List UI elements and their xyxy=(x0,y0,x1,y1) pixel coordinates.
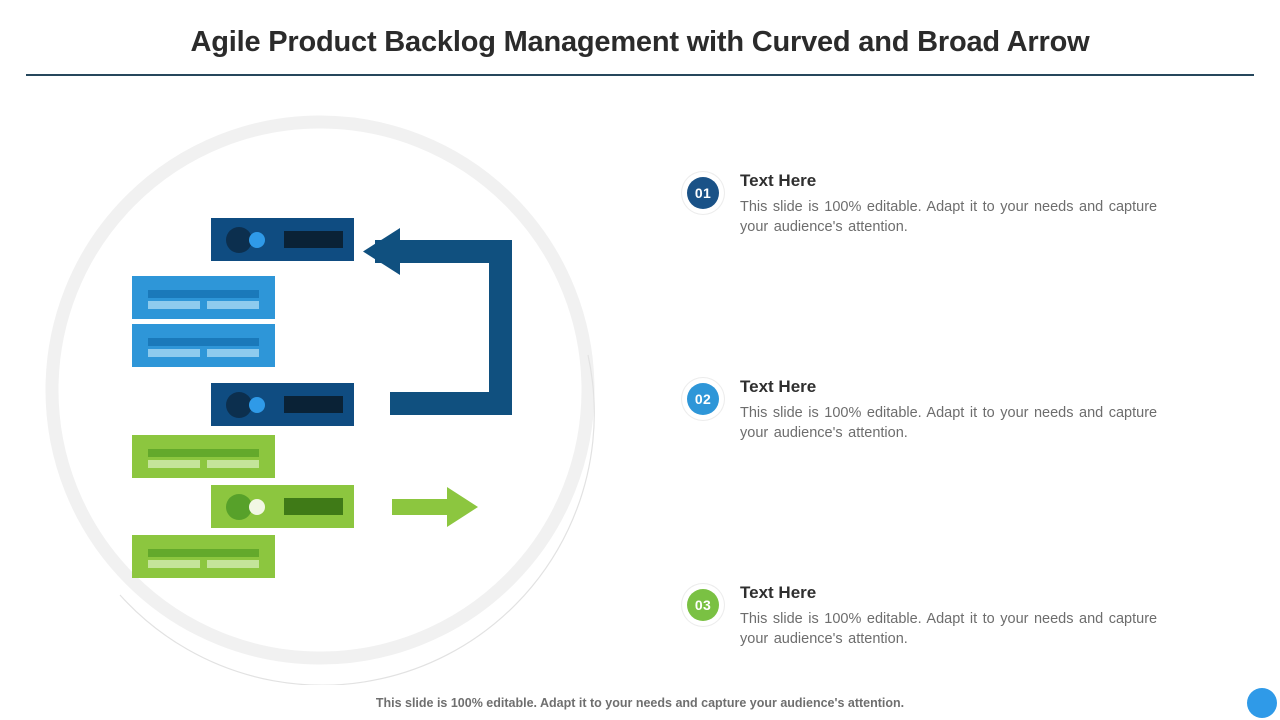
badge-ring: 02 xyxy=(682,378,724,420)
card-green-list-1 xyxy=(132,435,275,478)
backlog-illustration xyxy=(0,95,660,685)
item-title: Text Here xyxy=(740,171,817,190)
item-title: Text Here xyxy=(740,377,817,396)
content-list: 01 Text Here This slide is 100% editable… xyxy=(682,170,1202,649)
list-item[interactable]: 03 Text Here This slide is 100% editable… xyxy=(682,582,1202,649)
curved-loop-arrow-icon xyxy=(363,228,512,415)
card-blue-list-2 xyxy=(132,324,275,367)
badge-ring: 01 xyxy=(682,172,724,214)
broad-arrow-icon xyxy=(392,487,478,527)
status-badge: 01 xyxy=(687,177,719,209)
card-green-list-2 xyxy=(132,535,275,578)
background-hairline-arc xyxy=(119,354,595,685)
card-navy-server-1 xyxy=(211,218,354,261)
item-body: This slide is 100% editable. Adapt it to… xyxy=(740,611,1158,647)
card-blue-list-1 xyxy=(132,276,275,319)
item-title: Text Here xyxy=(740,583,817,602)
item-body: This slide is 100% editable. Adapt it to… xyxy=(740,405,1158,441)
badge-ring: 03 xyxy=(682,584,724,626)
card-green-server-1 xyxy=(211,485,354,528)
list-item[interactable]: 02 Text Here This slide is 100% editable… xyxy=(682,376,1202,443)
title-divider xyxy=(26,74,1254,76)
footer-note: This slide is 100% editable. Adapt it to… xyxy=(375,696,905,710)
list-item[interactable]: 01 Text Here This slide is 100% editable… xyxy=(682,170,1202,237)
corner-accent-dot xyxy=(1247,688,1277,718)
item-body: This slide is 100% editable. Adapt it to… xyxy=(740,199,1158,235)
card-navy-server-2 xyxy=(211,383,354,426)
status-badge: 02 xyxy=(687,383,719,415)
status-badge: 03 xyxy=(687,589,719,621)
page-title: Agile Product Backlog Management with Cu… xyxy=(190,26,1090,58)
background-ring-circle xyxy=(45,115,595,665)
